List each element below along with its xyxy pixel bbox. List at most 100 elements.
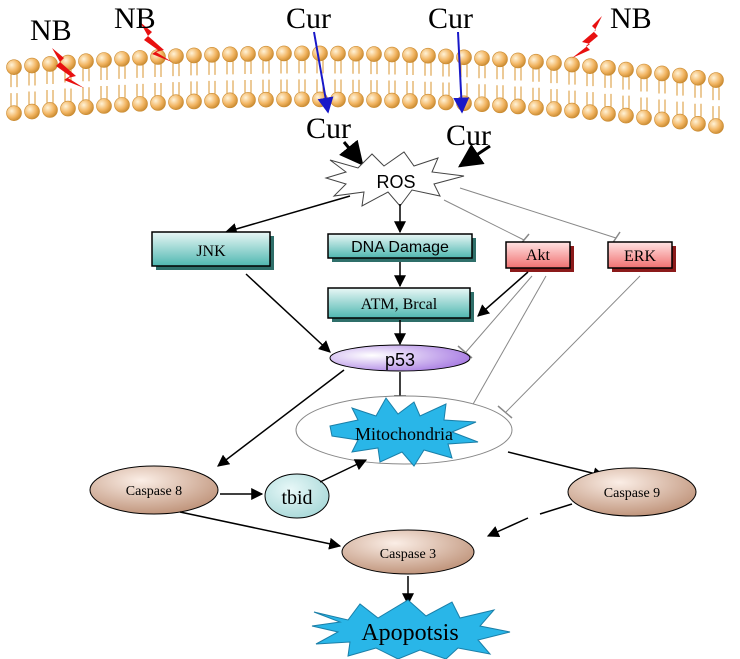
atm-brca-box: ATM, Brcal — [327, 287, 474, 322]
lipid-head — [366, 46, 382, 62]
tbid-node: tbid — [264, 473, 330, 519]
lipid-head — [618, 107, 634, 124]
lipid-head — [78, 53, 94, 70]
lipid-head — [492, 51, 508, 68]
lipid-head — [618, 61, 634, 78]
lipid-head — [294, 45, 310, 62]
lipid-head — [6, 105, 22, 121]
lipid-head — [114, 97, 130, 113]
jnk-box: JNK — [151, 231, 274, 270]
lipid-head — [96, 98, 112, 114]
mitochondria-node: Mitochondria — [295, 395, 513, 467]
caspase3-label: Caspase 3 — [380, 547, 436, 562]
erk-label: ERK — [624, 248, 656, 265]
apoptosis-node: Apopotsis — [311, 599, 511, 659]
nb-lightning-icon — [140, 22, 172, 62]
caspase9-node: Caspase 9 — [567, 467, 697, 517]
lipid-head — [330, 91, 346, 108]
lipid-head — [420, 93, 436, 110]
lipid-head — [600, 106, 616, 122]
cur-to-ros-arrow — [339, 139, 364, 166]
akt-box: Akt — [505, 241, 574, 272]
nb-label: NB — [610, 2, 652, 35]
lipid-head — [366, 92, 382, 108]
akt-inhibits-mito-line — [471, 275, 547, 407]
lipid-head — [402, 47, 418, 63]
lipid-head — [150, 95, 166, 111]
lipid-head — [276, 45, 292, 62]
p53-node: p53 — [329, 344, 471, 372]
lipid-head — [168, 48, 184, 64]
nb-lightning-icon — [52, 48, 84, 88]
lipid-head — [258, 91, 274, 108]
cur-to-ros-arrow — [458, 144, 491, 168]
lipid-head — [672, 113, 688, 130]
lipid-head — [492, 97, 508, 114]
cur-label-inside: Cur — [306, 112, 351, 145]
akt-label: Akt — [526, 247, 551, 264]
jnk-label: JNK — [196, 243, 226, 260]
cur-label-outside: Cur — [428, 2, 473, 35]
caspase8-to-caspase3-arrow — [179, 511, 342, 550]
lipid-head — [312, 45, 328, 62]
nb-label: NB — [114, 2, 156, 35]
lipid-head — [42, 56, 58, 72]
lipid-head — [330, 45, 346, 62]
lipid-head — [564, 102, 580, 119]
caspase3-node: Caspase 3 — [341, 529, 475, 575]
cur-entry-arrow — [453, 31, 470, 114]
lipid-head — [132, 96, 148, 112]
lipid-head — [6, 59, 22, 75]
lipid-head — [708, 118, 724, 134]
lipid-head — [186, 47, 202, 64]
lipid-head — [96, 52, 112, 68]
lipid-head — [168, 94, 184, 110]
cur-label-outside: Cur — [286, 2, 331, 35]
lipid-head — [384, 92, 400, 109]
lipid-head — [582, 104, 598, 120]
lipid-head — [42, 102, 58, 118]
lipid-head — [204, 93, 220, 109]
lipid-head — [402, 93, 418, 109]
lipid-head — [528, 99, 544, 116]
lipid-head — [600, 60, 616, 76]
lipid-head — [78, 99, 94, 116]
caspase9-label: Caspase 9 — [604, 486, 660, 501]
lipid-head — [510, 98, 526, 115]
akt-inhibits-p53-line — [465, 275, 533, 353]
apoptosis-label: Apopotsis — [361, 620, 458, 646]
lipid-head — [420, 47, 436, 64]
caspase9-to-caspase3-arrow — [486, 517, 529, 538]
lipid-head — [672, 67, 688, 84]
cell-membrane — [6, 45, 724, 134]
caspase9-to-caspase3-arrow — [539, 503, 573, 515]
mito-to-caspase9-arrow — [507, 451, 606, 480]
atm-brca-label: ATM, Brcal — [361, 296, 438, 313]
cur-entry-arrow — [313, 31, 334, 114]
akt-to-atm-arrow — [477, 271, 529, 317]
nb-label: NB — [30, 14, 72, 47]
ros-to-jnk-arrow — [224, 195, 351, 235]
lipid-head — [582, 58, 598, 74]
dna-damage-label: DNA Damage — [351, 239, 449, 256]
lipid-head — [24, 103, 40, 120]
mitochondria-label: Mitochondria — [355, 424, 453, 444]
lipid-head — [222, 46, 238, 63]
lipid-head — [258, 45, 274, 62]
lipid-head — [690, 115, 706, 132]
caspase8-label: Caspase 8 — [126, 484, 182, 499]
lipid-head — [348, 91, 364, 108]
lipid-head — [474, 50, 490, 67]
lipid-head — [294, 91, 310, 108]
lipid-head — [114, 51, 130, 67]
lipid-head — [528, 53, 544, 70]
lipid-head — [276, 91, 292, 108]
lipid-head — [438, 94, 454, 111]
lipid-head — [384, 46, 400, 63]
ros-star: ROS — [324, 151, 465, 207]
lipid-head — [222, 92, 238, 109]
ros-label: ROS — [376, 172, 415, 192]
lipid-head — [654, 111, 670, 128]
lipid-head — [474, 96, 490, 113]
lipid-head — [24, 57, 40, 74]
